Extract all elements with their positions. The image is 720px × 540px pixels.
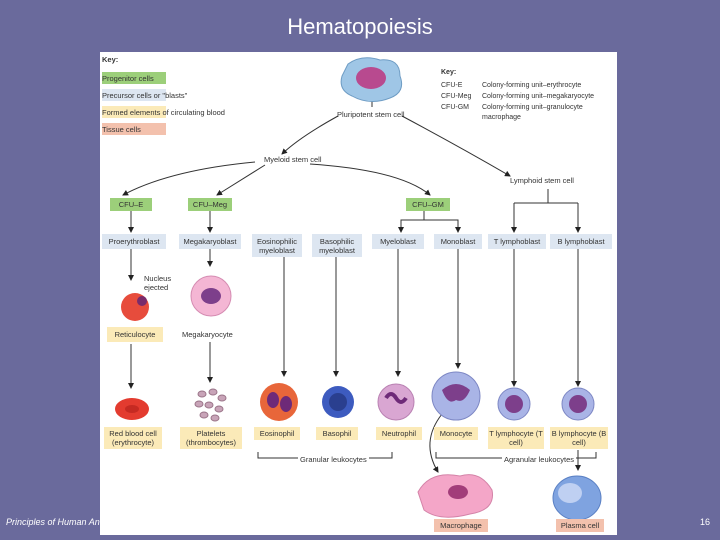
red-blood-cell-box: Red blood cell (erythrocyte): [104, 427, 162, 449]
t-lymphoblast-box: T lymphoblast: [488, 234, 546, 249]
t-lymphocyte-image: [497, 387, 531, 421]
megakaryoblast-box: Megakaryoblast: [179, 234, 241, 249]
basophil-box: Basophil: [316, 427, 358, 440]
nucleus-ejected-image: [121, 293, 149, 321]
diagram-graphics: [115, 57, 602, 521]
pluripotent-stem-cell-label: Pluripotent stem cell: [337, 110, 405, 119]
t-lymphocyte-box: T lymphocyte (T cell): [488, 427, 544, 449]
monoblast-box: Monoblast: [434, 234, 482, 249]
key-swatch-precursor: [102, 89, 166, 101]
abbr-key-title: Key:: [441, 69, 457, 76]
slide-footer: Principles of Human Ana: [6, 517, 105, 527]
abbr-cfu-gm: CFU-GM: [441, 104, 469, 111]
b-lymphocyte-box: B lymphocyte (B cell): [550, 427, 608, 449]
b-lymphocyte-image: [561, 387, 595, 421]
cfu-gm-box: CFU–GM: [406, 198, 450, 211]
key-label-formed: Formed elements of circulating blood: [102, 108, 225, 117]
eosinophilic-myeloblast-box: Eosinophilic myeloblast: [252, 234, 302, 257]
key-label-progenitor: Progenitor cells: [102, 74, 154, 83]
b-lymphoblast-box: B lymphoblast: [550, 234, 612, 249]
megakaryocyte-label: Megakaryocyte: [182, 330, 233, 339]
basophilic-myeloblast-box: Basophilic myeloblast: [312, 234, 362, 257]
basophil-image: [322, 386, 354, 418]
abbr-cfu-e-meaning: Colony-forming unit–erythrocyte: [482, 82, 582, 89]
neutrophil-box: Neutrophil: [376, 427, 422, 440]
key-title: Key:: [102, 55, 119, 64]
lymphoid-stem-cell-label: Lymphoid stem cell: [510, 176, 574, 185]
myeloblast-box: Myeloblast: [372, 234, 424, 249]
eosinophil-box: Eosinophil: [254, 427, 300, 440]
plasma-cell-image: [552, 475, 602, 521]
eosinophil-image: [260, 383, 298, 421]
abbr-cfu-e: CFU-E: [441, 82, 463, 89]
granular-leukocytes-label: Granular leukocytes: [298, 455, 369, 464]
slide-title: Hematopoiesis: [287, 14, 433, 39]
cfu-meg-box: CFU–Meg: [188, 198, 232, 211]
abbr-cfu-gm-meaning-2: macrophage: [482, 114, 521, 121]
platelets-image: [194, 388, 227, 422]
pluripotent-stem-cell-image: [340, 57, 403, 102]
cfu-e-box: CFU–E: [110, 198, 152, 211]
macrophage-box: Macrophage: [434, 519, 488, 532]
myeloid-stem-cell-label: Myeloid stem cell: [264, 155, 322, 164]
plasma-cell-box: Plasma cell: [556, 519, 604, 532]
page-number: 16: [700, 517, 711, 527]
monocyte-image: [431, 371, 481, 421]
monocyte-box: Monocyte: [434, 427, 478, 440]
hematopoiesis-figure: Key: Progenitor cells Precursor cells or…: [100, 52, 617, 535]
abbr-cfu-gm-meaning: Colony-forming unit–granulocyte: [482, 104, 583, 111]
key-label-precursor: Precursor cells or "blasts": [102, 91, 188, 100]
proerythroblast-box: Proerythroblast: [102, 234, 166, 249]
key-swatch-formed: [102, 106, 166, 118]
nucleus-ejected-label: Nucleus ejected: [144, 274, 172, 292]
platelets-box: Platelets (thrombocytes): [180, 427, 242, 449]
key-label-tissue: Tissue cells: [102, 125, 141, 134]
macrophage-image: [417, 474, 494, 518]
key-swatch-tissue: [102, 123, 166, 135]
key-swatch-progenitor: [102, 72, 166, 84]
abbr-cfu-meg: CFU-Meg: [441, 93, 472, 100]
neutrophil-image: [377, 383, 415, 421]
megakaryoblast-image: [190, 275, 232, 317]
agranular-leukocytes-label: Agranular leukocytes: [502, 455, 577, 464]
reticulocyte-box: Reticulocyte: [107, 327, 163, 342]
red-blood-cell-image: [115, 398, 149, 420]
abbr-cfu-meg-meaning: Colony-forming unit–megakaryocyte: [482, 93, 595, 100]
